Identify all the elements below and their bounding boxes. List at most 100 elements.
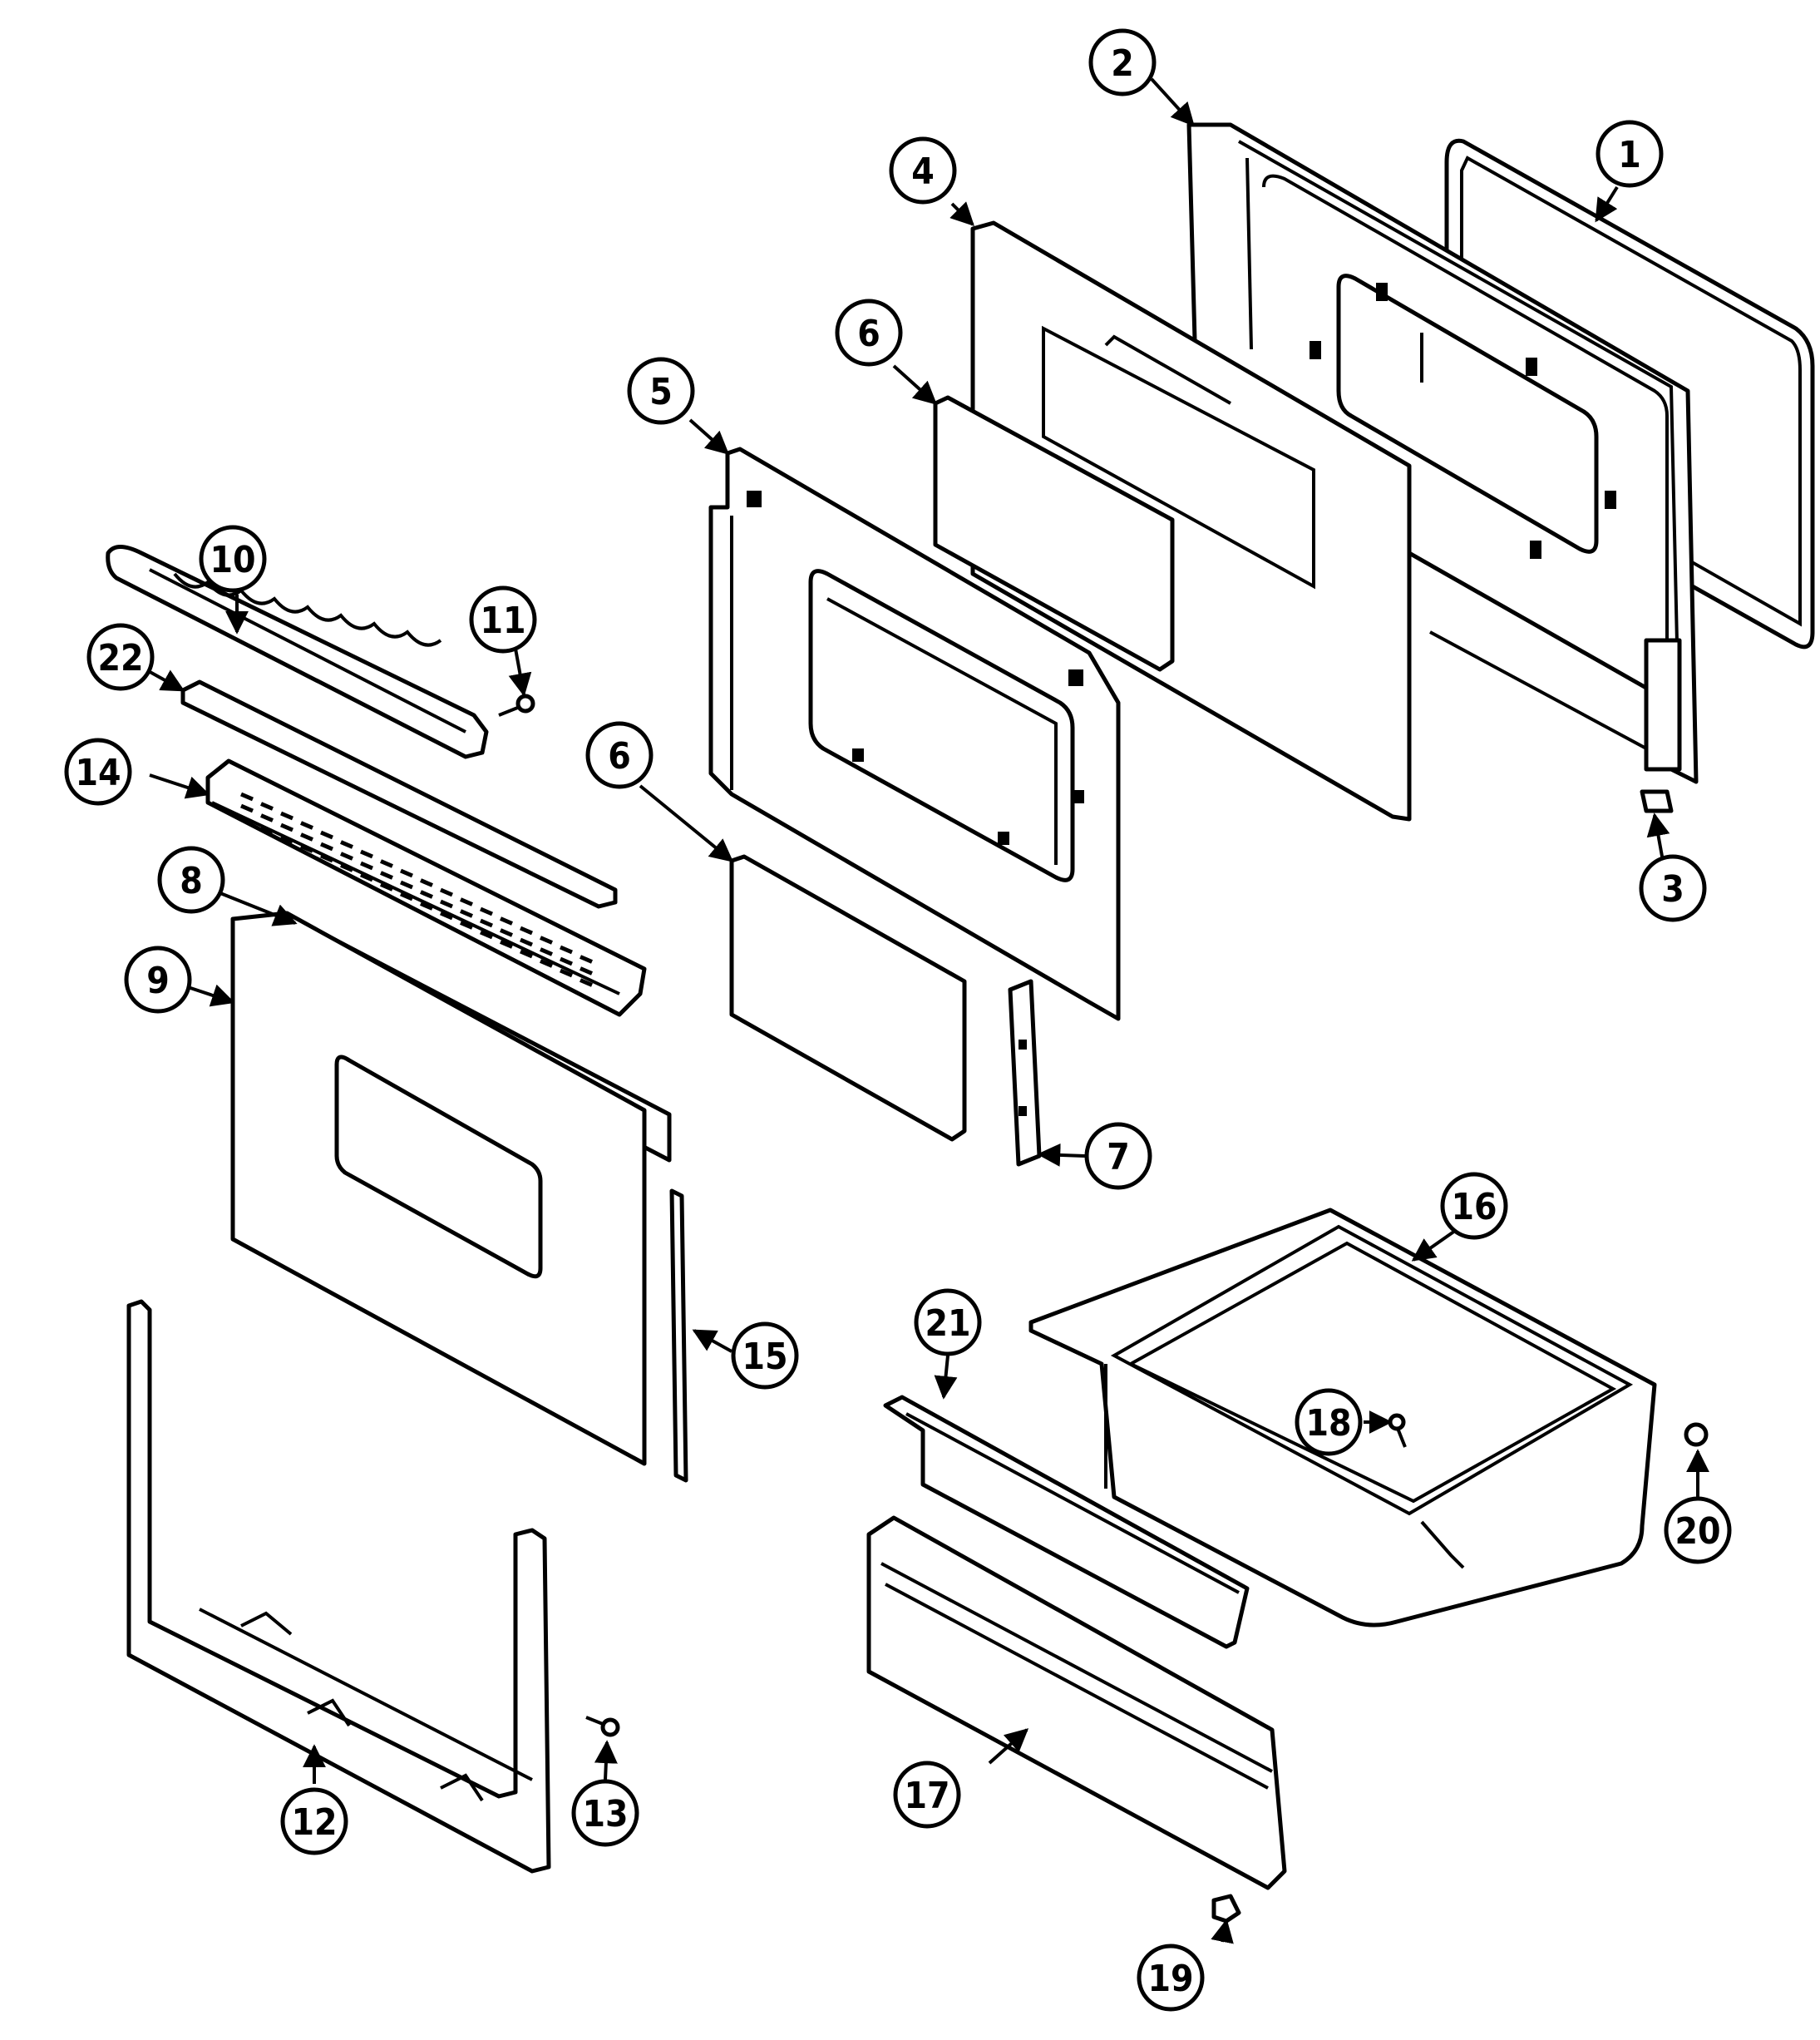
vent-slot [380,882,393,892]
vent-slot [320,842,333,852]
vent-slot [440,887,453,897]
part-6-lower-glass-panel [729,854,967,1142]
vent-slot [240,792,254,802]
svg-text:8: 8 [180,860,203,902]
vent-slot [460,897,473,906]
vent-slot [240,803,254,813]
vent-slot [280,811,293,821]
part-3-clip [1640,789,1674,813]
svg-text:21: 21 [925,1302,970,1345]
part-12-lower-frame [126,1299,551,1874]
svg-text:22: 22 [97,637,143,679]
callout-7: 7 [1084,1122,1152,1190]
callout-5: 5 [627,357,695,425]
callout-13: 13 [571,1779,639,1847]
vent-slot [500,928,513,937]
callout-22: 22 [86,623,155,691]
callout-10: 10 [199,525,267,593]
vent-slot [480,906,493,916]
vent-slot [420,901,433,911]
vent-slot [580,978,593,987]
callout-21: 21 [914,1288,982,1356]
svg-text:14: 14 [75,752,121,794]
part-22-trim-strip [180,679,618,909]
vent-slot [300,821,313,830]
part-10-door-handle [106,545,489,759]
vent-slot [300,832,313,842]
vent-slot [280,834,293,844]
vent-slot [300,844,313,853]
vent-slot [340,852,353,861]
callout-6-lower: 6 [585,721,654,789]
vent-slot [540,959,553,968]
callout-15: 15 [731,1321,799,1390]
callout-1: 1 [1596,120,1664,188]
vent-slot [500,916,513,926]
svg-text:13: 13 [582,1793,628,1835]
svg-text:16: 16 [1451,1186,1497,1228]
svg-text:3: 3 [1661,868,1684,911]
part-6-upper-glass-panel [933,395,1175,672]
svg-text:6: 6 [608,735,631,778]
vent-slot [440,911,453,921]
svg-text:17: 17 [904,1775,949,1817]
vent-slot [580,955,593,964]
part-5-door-liner [708,447,1121,1021]
vent-slot [360,861,373,871]
leader-lines [145,77,1709,1944]
callout-8: 8 [157,846,225,914]
callout-16: 16 [1440,1172,1508,1240]
part-17-drawer-front [866,1515,1287,1890]
svg-text:6: 6 [857,313,880,355]
callout-6-upper: 6 [835,299,903,367]
part-21-drawer-rail [883,1395,1250,1649]
vent-slot [480,918,493,928]
vent-slot [520,949,533,959]
part-7-hinge-bracket [1008,979,1042,1167]
vent-slot [280,822,293,832]
vent-slot [420,878,433,887]
callout-3: 3 [1639,854,1707,922]
vent-slot [340,840,353,849]
svg-text:18: 18 [1305,1402,1351,1445]
vent-slot [400,880,413,890]
vent-slot [420,890,433,899]
part-2-inner-door-frame [1186,122,1699,784]
vent-slot [480,930,493,940]
svg-text:15: 15 [742,1336,787,1378]
callout-4: 4 [889,136,957,205]
part-13-screw [585,1716,620,1737]
vent-slot [320,830,333,840]
callout-19: 19 [1137,1944,1205,2012]
vent-slot [580,966,593,976]
vent-slot [260,813,274,822]
part-20-drawer-stop [1684,1422,1709,1447]
callout-20: 20 [1664,1496,1732,1564]
svg-text:4: 4 [911,151,935,193]
callout-17: 17 [893,1761,961,1829]
part-11-screw [498,694,535,717]
part-15-side-trim [669,1188,688,1483]
vent-slot [340,863,353,872]
vent-slot [520,926,533,936]
vent-slot [560,968,573,978]
vent-slot [400,892,413,901]
svg-text:19: 19 [1147,1958,1193,2000]
svg-text:11: 11 [480,600,525,642]
vent-slot [380,871,393,880]
vent-slot [540,947,553,956]
callout-18: 18 [1295,1388,1363,1456]
vent-slot [320,853,333,863]
vent-slot [260,825,274,834]
part-19-drawer-knob [1211,1894,1241,1924]
svg-text:10: 10 [210,539,255,581]
svg-text:7: 7 [1107,1136,1130,1178]
vent-slot [560,956,573,966]
vent-slot [400,868,413,878]
vent-slot [260,802,274,811]
vent-slot [460,909,473,918]
vent-slot [460,921,473,930]
svg-text:9: 9 [146,960,170,1002]
vent-slot [520,937,533,947]
